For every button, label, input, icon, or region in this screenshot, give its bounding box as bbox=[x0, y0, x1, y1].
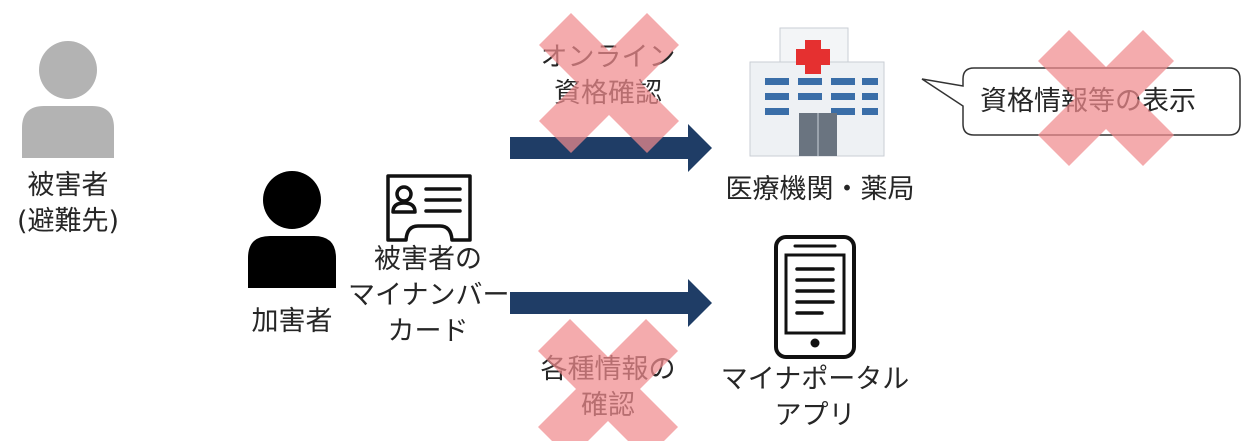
card-label-line3: カード bbox=[387, 316, 469, 347]
online-check-line2: 資格確認 bbox=[554, 78, 662, 109]
card-label: 被害者の マイナンバー カード bbox=[348, 242, 510, 350]
attacker-label: 加害者 bbox=[232, 304, 352, 340]
smartphone-icon bbox=[774, 235, 856, 359]
info-check-line1: 各種情報の bbox=[540, 354, 676, 385]
victim-person-icon bbox=[22, 41, 114, 158]
online-check-arrow bbox=[510, 124, 712, 172]
app-label-line2: アプリ bbox=[774, 400, 856, 431]
attacker-label-text: 加害者 bbox=[251, 306, 333, 337]
hospital-building-icon bbox=[749, 27, 885, 157]
victim-label-line1: 被害者 bbox=[27, 170, 109, 201]
info-check-line2: 確認 bbox=[581, 390, 635, 421]
info-check-label: 各種情報の 確認 bbox=[520, 352, 696, 424]
app-label: マイナポータル アプリ bbox=[700, 362, 930, 434]
victim-label-line2: (避難先) bbox=[16, 206, 120, 237]
attacker-person-icon bbox=[248, 171, 336, 288]
card-label-line2: マイナンバー bbox=[348, 280, 510, 311]
online-check-label: オンライン 資格確認 bbox=[520, 40, 696, 112]
app-label-line1: マイナポータル bbox=[720, 364, 910, 395]
card-label-line1: 被害者の bbox=[374, 244, 482, 275]
speech-bubble-text: 資格情報等の表示 bbox=[980, 86, 1196, 117]
app-check-arrow bbox=[510, 279, 712, 327]
hospital-label-text: 医療機関・薬局 bbox=[725, 174, 915, 205]
online-check-line1: オンライン bbox=[540, 42, 676, 73]
id-card-icon bbox=[386, 174, 472, 242]
victim-label: 被害者 (避難先) bbox=[0, 168, 136, 240]
hospital-label: 医療機関・薬局 bbox=[690, 172, 950, 208]
